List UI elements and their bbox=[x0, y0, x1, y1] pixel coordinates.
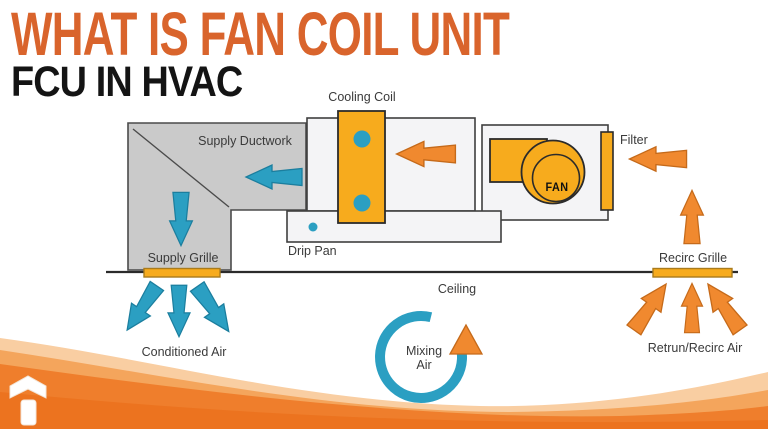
conditioned-air-arrow-left-icon bbox=[117, 278, 167, 338]
return-air-arrow-left-icon bbox=[623, 276, 677, 338]
logo-arrowhead bbox=[9, 375, 47, 399]
supply-grille-bar bbox=[143, 267, 221, 278]
conditioned-air-arrow-center-icon bbox=[167, 284, 191, 338]
wave-band bbox=[0, 338, 768, 429]
return-air-arrow-right-icon bbox=[697, 276, 751, 338]
page-subtitle: FCU IN HVAC bbox=[11, 58, 243, 106]
drip-pan-shape bbox=[286, 210, 502, 243]
duct-transition-line bbox=[132, 128, 230, 208]
cooling-coil-label: Cooling Coil bbox=[328, 90, 396, 104]
fan-scroll-circle bbox=[520, 139, 586, 205]
wave-layer-deep bbox=[0, 392, 768, 429]
recirc-grille-bar bbox=[652, 267, 733, 278]
ceiling-label: Ceiling bbox=[437, 282, 477, 296]
return-recirc-air-label: Retrun/Recirc Air bbox=[647, 341, 743, 355]
recirc-up-arrow-icon bbox=[679, 189, 705, 245]
condensate-drop-icon bbox=[308, 222, 318, 232]
conditioned-air-label: Conditioned Air bbox=[141, 345, 227, 359]
arrow-up-logo-icon bbox=[9, 375, 47, 426]
coil-pipe-dot-bottom bbox=[353, 194, 371, 212]
coil-pipe-dot-top bbox=[353, 130, 371, 148]
filter-airflow-arrow-icon bbox=[628, 146, 688, 172]
fan-label: FAN bbox=[545, 180, 569, 194]
coil-section-box bbox=[306, 117, 476, 212]
supply-ductwork-label: Supply Ductwork bbox=[198, 134, 292, 148]
filter-label: Filter bbox=[620, 133, 648, 147]
conditioned-air-arrow-right-icon bbox=[186, 279, 240, 339]
mixing-air-arc-icon bbox=[375, 311, 468, 403]
mixing-air-label-line2: Air bbox=[416, 357, 432, 372]
return-air-arrow-center-icon bbox=[680, 282, 704, 334]
filter-bar bbox=[600, 131, 614, 211]
drip-pan-label: Drip Pan bbox=[288, 244, 337, 258]
supply-grille-label: Supply Grille bbox=[147, 251, 219, 265]
mixing-air-arrowhead-icon bbox=[448, 323, 484, 355]
fan-inner-circle bbox=[531, 153, 581, 203]
mixing-air-label: Mixing Air bbox=[405, 344, 443, 373]
recirc-grille-label: Recirc Grille bbox=[658, 251, 728, 265]
mixing-air-label-line1: Mixing bbox=[405, 344, 443, 358]
page-title: WHAT IS FAN COIL UNIT bbox=[11, 0, 510, 68]
logo-stem bbox=[20, 399, 37, 426]
